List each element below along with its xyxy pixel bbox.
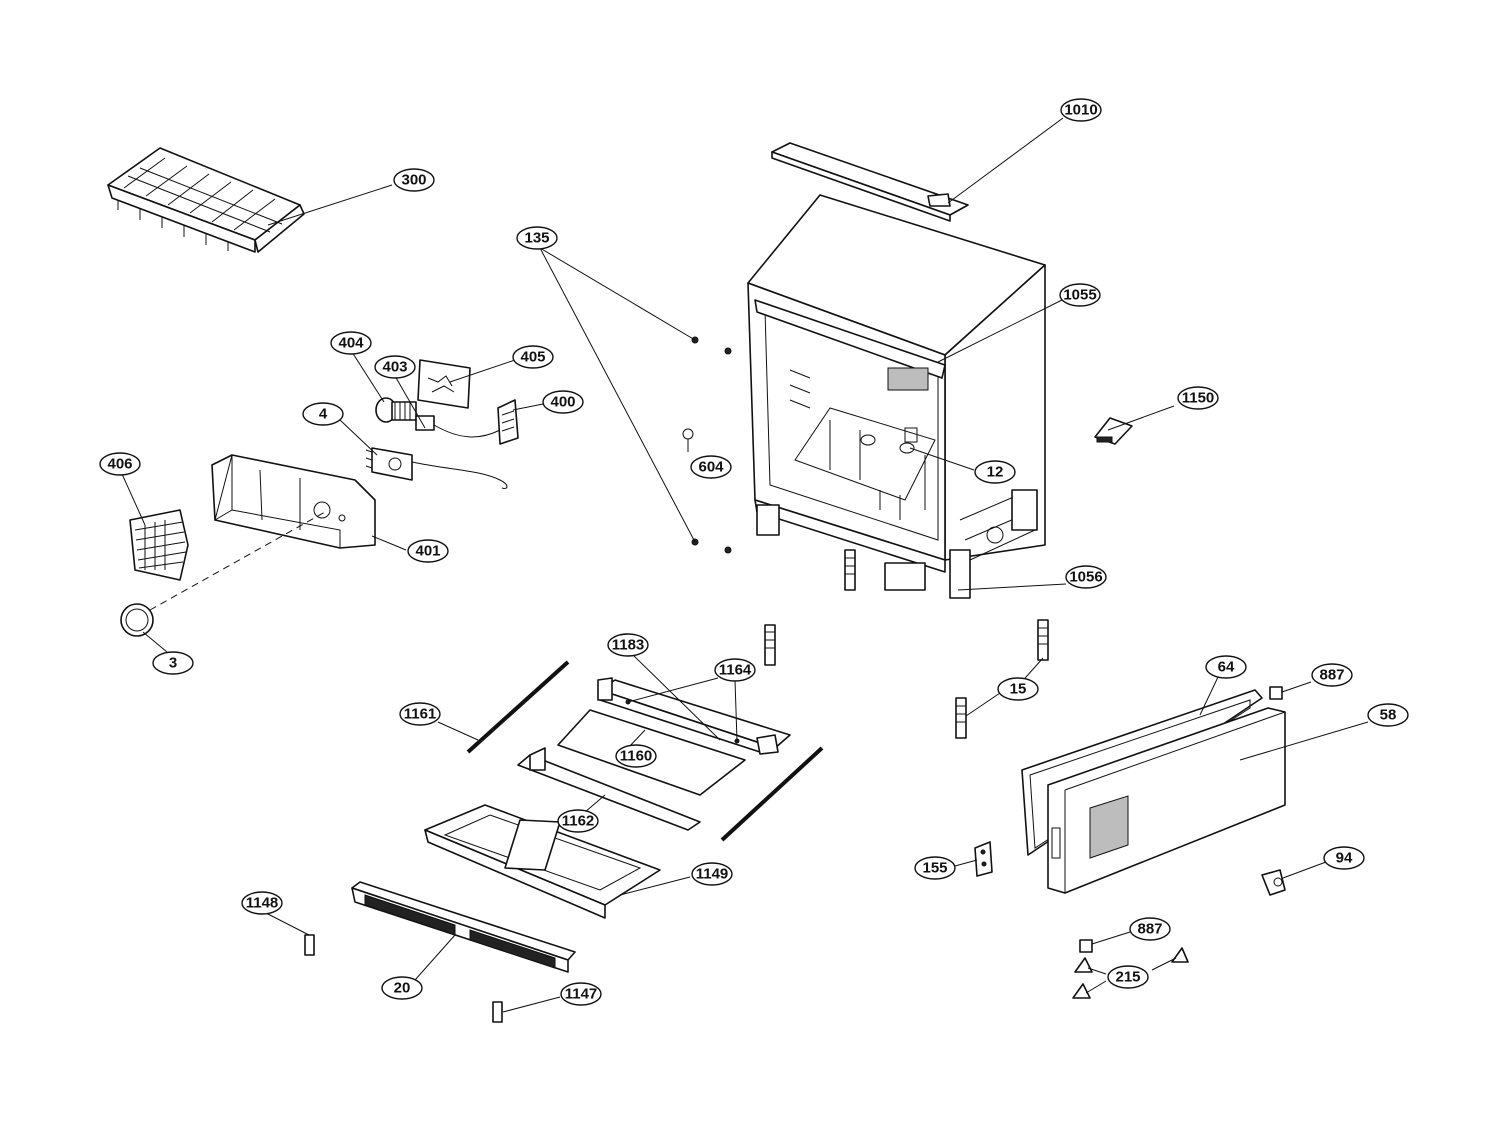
callout-400-label: 400: [550, 394, 575, 411]
callout-1162-label: 1162: [562, 813, 595, 830]
callout-94-label: 94: [1336, 850, 1353, 867]
door-part: [1047, 707, 1286, 894]
callout-1056[interactable]: 1056: [1065, 565, 1107, 589]
bush-bottom-part: [1079, 939, 1093, 953]
callout-94[interactable]: 94: [1323, 846, 1365, 870]
bush-top-part: [1269, 686, 1283, 700]
callout-215[interactable]: 215: [1107, 965, 1149, 989]
callout-406-label: 406: [107, 456, 132, 473]
callout-1149[interactable]: 1149: [691, 862, 733, 886]
callout-1150[interactable]: 1150: [1177, 386, 1219, 410]
pin-part: [682, 428, 694, 452]
callout-887-bottom-label: 887: [1137, 921, 1162, 938]
callout-1162[interactable]: 1162: [557, 809, 599, 833]
light-cover-part: [129, 509, 189, 581]
callout-604[interactable]: 604: [690, 455, 732, 479]
callout-887-bottom[interactable]: 887: [1129, 917, 1171, 941]
circuit-board-part: [417, 359, 471, 409]
callout-64-label: 64: [1218, 659, 1235, 676]
callout-3[interactable]: 3: [152, 651, 194, 675]
callout-604-label: 604: [698, 459, 724, 476]
callout-215-label: 215: [1115, 969, 1140, 986]
callout-1148[interactable]: 1148: [241, 891, 283, 915]
callout-12-label: 12: [987, 464, 1004, 481]
callout-1056-label: 1056: [1069, 569, 1102, 586]
callout-20[interactable]: 20: [381, 976, 423, 1000]
callout-404[interactable]: 404: [330, 331, 372, 355]
cap-1148-part: [304, 934, 315, 956]
screws-part: [691, 336, 732, 554]
foot-b-part: [1037, 619, 1049, 661]
callout-1010[interactable]: 1010: [1060, 98, 1102, 122]
callout-1183-label: 1183: [612, 637, 645, 654]
callout-64[interactable]: 64: [1205, 655, 1247, 679]
callout-400[interactable]: 400: [542, 390, 584, 414]
cabinet-body-part: [747, 194, 1046, 599]
callout-155[interactable]: 155: [914, 856, 956, 880]
rail-right-part: [720, 746, 824, 842]
callout-1148-label: 1148: [246, 895, 279, 912]
callout-405-label: 405: [520, 349, 545, 366]
foot-a-part: [764, 624, 776, 666]
callout-406[interactable]: 406: [99, 452, 141, 476]
callout-401-label: 401: [415, 543, 440, 560]
callout-1183[interactable]: 1183: [607, 633, 649, 657]
callout-1161[interactable]: 1161: [399, 702, 441, 726]
callout-1160[interactable]: 1160: [615, 744, 657, 768]
callout-1147-label: 1147: [565, 986, 598, 1003]
control-panel-housing-part: [211, 454, 376, 549]
callout-1055[interactable]: 1055: [1059, 283, 1101, 307]
callout-135[interactable]: 135: [516, 226, 558, 250]
callout-1055-label: 1055: [1063, 287, 1096, 304]
knob-part: [120, 603, 154, 637]
callout-20-label: 20: [394, 980, 411, 997]
callout-1160-label: 1160: [620, 748, 653, 765]
callout-1164[interactable]: 1164: [714, 658, 756, 682]
hinge-part: [1261, 869, 1286, 896]
callout-1010-label: 1010: [1064, 102, 1097, 119]
callout-300[interactable]: 300: [393, 168, 435, 192]
side-clip-part: [1094, 417, 1133, 445]
hinge-plate-part: [974, 841, 993, 877]
callout-4-label: 4: [319, 406, 328, 423]
crisper-frame-part: [424, 804, 661, 919]
callout-1164-label: 1164: [719, 662, 752, 679]
callout-4[interactable]: 4: [302, 402, 344, 426]
callout-403[interactable]: 403: [374, 355, 416, 379]
callout-155-label: 155: [922, 860, 947, 877]
top-bracket-part: [771, 142, 969, 222]
callout-15-label: 15: [1010, 681, 1027, 698]
callout-887-top-label: 887: [1319, 667, 1344, 684]
callout-1150-label: 1150: [1182, 390, 1215, 407]
foot-d-part: [844, 549, 856, 591]
callout-12[interactable]: 12: [974, 460, 1016, 484]
callout-15[interactable]: 15: [997, 677, 1039, 701]
callout-1161-label: 1161: [404, 706, 437, 723]
rail-left-part: [466, 660, 570, 754]
callout-135-label: 135: [524, 230, 549, 247]
leader-lines: [121, 117, 1369, 1013]
callout-3-label: 3: [169, 655, 177, 672]
callout-1147[interactable]: 1147: [560, 982, 602, 1006]
callout-403-label: 403: [382, 359, 407, 376]
callout-1149-label: 1149: [696, 866, 729, 883]
foot-c-part: [955, 697, 967, 739]
callout-58-label: 58: [1380, 707, 1397, 724]
callout-405[interactable]: 405: [512, 345, 554, 369]
thermostat-part: [365, 447, 508, 489]
callout-401[interactable]: 401: [407, 539, 449, 563]
callout-300-label: 300: [401, 172, 426, 189]
cap-1147-part: [492, 1001, 503, 1023]
front-grille-part: [351, 881, 576, 973]
ice-tray-part: [107, 147, 305, 253]
lamp-and-wiring-part: [375, 397, 519, 445]
callout-887-top[interactable]: 887: [1311, 663, 1353, 687]
callout-404-label: 404: [338, 335, 364, 352]
caps-215-part: [1072, 947, 1189, 999]
callout-58[interactable]: 58: [1367, 703, 1409, 727]
